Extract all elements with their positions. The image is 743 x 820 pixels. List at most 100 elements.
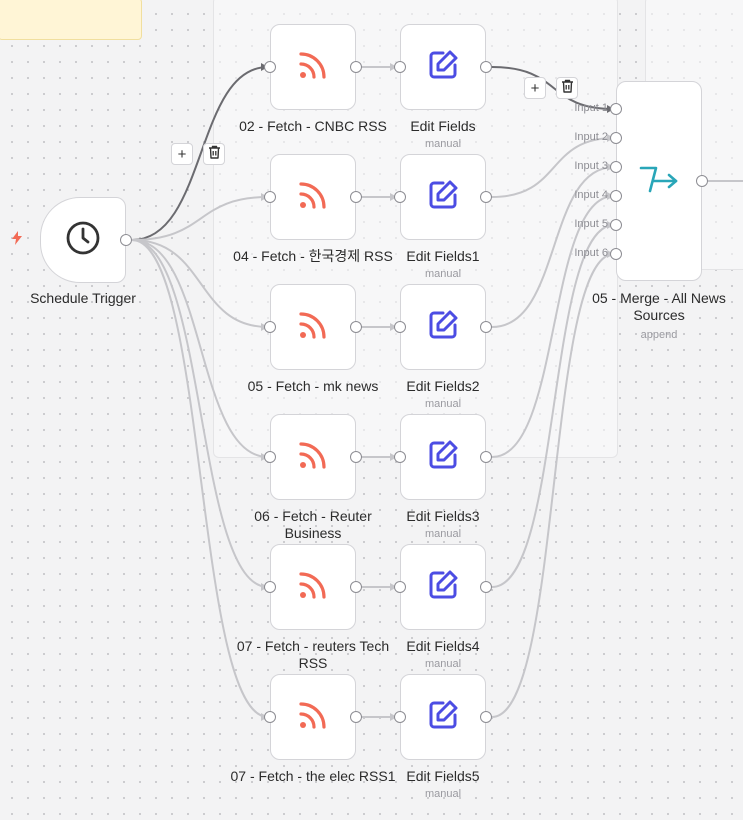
connection-trigger-to-fetch-1 — [131, 66, 269, 241]
fetch-rss-1-input-handle[interactable] — [264, 61, 276, 73]
fetch-rss-node-2[interactable] — [270, 154, 356, 240]
merge-output-handle[interactable] — [696, 175, 708, 187]
connection-edit-to-merge-2 — [491, 137, 615, 198]
fetch-rss-node-3[interactable] — [270, 284, 356, 370]
edit-fields-5-label: Edit Fields4 — [406, 638, 480, 654]
connection-edit-to-merge-5 — [491, 224, 615, 588]
fetch-rss-6-label: 07 - Fetch - the elec RSS1 — [230, 768, 396, 784]
edit-fields-node-1[interactable] — [400, 24, 486, 110]
edit-fields-node-4[interactable] — [400, 414, 486, 500]
pencil-square-icon — [424, 306, 462, 349]
edit-fields-4-output-handle[interactable] — [480, 451, 492, 463]
fetch-rss-6-output-handle[interactable] — [350, 711, 362, 723]
pencil-square-icon — [424, 436, 462, 479]
edit-fields-5-input-handle[interactable] — [394, 581, 406, 593]
merge-input-label-4: Input 4 — [574, 189, 608, 201]
fetch-rss-node-1[interactable] — [270, 24, 356, 110]
fetch-rss-5-input-handle[interactable] — [264, 581, 276, 593]
fetch-rss-3-output-handle[interactable] — [350, 321, 362, 333]
edit-fields-node-5[interactable] — [400, 544, 486, 630]
fetch-rss-4-label: 06 - Fetch - Reuter Business — [254, 508, 372, 541]
merge-mode: append — [640, 329, 678, 341]
connection-trigger-to-fetch-5 — [131, 239, 269, 588]
edit-fields-2-input-handle[interactable] — [394, 191, 406, 203]
edit-fields-4-input-handle[interactable] — [394, 451, 406, 463]
fetch-rss-5-label: 07 - Fetch - reuters Tech RSS — [236, 638, 390, 671]
schedule-trigger-label: Schedule Trigger — [30, 290, 136, 306]
connection-edit-to-merge-4 — [491, 195, 615, 458]
pencil-square-icon — [424, 566, 462, 609]
connection-arrow-fetch-6 — [390, 713, 397, 721]
edit-fields-2-mode: manual — [424, 268, 462, 280]
rss-icon — [295, 437, 331, 478]
merge-input-handle-3[interactable] — [610, 161, 622, 173]
edit-fields-6-output-handle[interactable] — [480, 711, 492, 723]
rss-icon — [295, 177, 331, 218]
edit-fields-node-2[interactable] — [400, 154, 486, 240]
edit-fields-4-mode: manual — [424, 528, 462, 540]
schedule-trigger-node[interactable] — [40, 197, 126, 283]
fetch-rss-4-input-handle[interactable] — [264, 451, 276, 463]
edit-fields-4-label: Edit Fields3 — [406, 508, 480, 524]
edge-delete-button-2[interactable] — [556, 77, 578, 99]
trigger-bolt-icon — [11, 231, 23, 250]
connection-edit-to-merge-6 — [491, 253, 615, 718]
fetch-rss-node-5[interactable] — [270, 544, 356, 630]
edit-fields-1-output-handle[interactable] — [480, 61, 492, 73]
merge-input-handle-1[interactable] — [610, 103, 622, 115]
merge-label: 05 - Merge - All News Sources — [592, 290, 726, 323]
edit-fields-2-output-handle[interactable] — [480, 191, 492, 203]
rss-icon — [295, 47, 331, 88]
merge-node[interactable] — [616, 81, 702, 281]
trash-icon — [561, 79, 574, 97]
schedule-trigger-output-handle[interactable] — [120, 234, 132, 246]
fetch-rss-2-output-handle[interactable] — [350, 191, 362, 203]
fetch-rss-5-output-handle[interactable] — [350, 581, 362, 593]
connection-arrow-fetch-5 — [390, 583, 397, 591]
pencil-square-icon — [424, 176, 462, 219]
connection-trigger-to-fetch-4 — [131, 239, 269, 458]
fetch-rss-2-input-handle[interactable] — [264, 191, 276, 203]
merge-input-handle-4[interactable] — [610, 190, 622, 202]
sticky-note[interactable] — [0, 0, 142, 40]
edge-add-button-2[interactable]: + — [524, 77, 546, 99]
merge-input-handle-5[interactable] — [610, 219, 622, 231]
fetch-rss-2-label: 04 - Fetch - 한국경제 RSS — [233, 248, 393, 264]
merge-input-label-3: Input 3 — [574, 160, 608, 172]
fetch-rss-1-output-handle[interactable] — [350, 61, 362, 73]
fetch-rss-node-4[interactable] — [270, 414, 356, 500]
edge-delete-button[interactable] — [203, 143, 225, 165]
merge-input-label-2: Input 2 — [574, 131, 608, 143]
edit-fields-3-input-handle[interactable] — [394, 321, 406, 333]
edit-fields-5-output-handle[interactable] — [480, 581, 492, 593]
merge-input-label-6: Input 6 — [574, 247, 608, 259]
edit-fields-1-label: Edit Fields — [410, 118, 476, 134]
merge-input-handle-2[interactable] — [610, 132, 622, 144]
edit-fields-3-label: Edit Fields2 — [406, 378, 480, 394]
edit-fields-1-mode: manual — [424, 138, 462, 150]
clock-icon — [65, 220, 101, 261]
fetch-rss-3-input-handle[interactable] — [264, 321, 276, 333]
edit-fields-node-6[interactable] — [400, 674, 486, 760]
connection-trigger-to-fetch-2 — [131, 196, 269, 241]
edge-add-button[interactable]: + — [171, 143, 193, 165]
rss-icon — [295, 567, 331, 608]
fetch-rss-4-output-handle[interactable] — [350, 451, 362, 463]
connection-trigger-to-fetch-3 — [131, 239, 269, 328]
fetch-rss-node-6[interactable] — [270, 674, 356, 760]
fetch-rss-3-label: 05 - Fetch - mk news — [247, 378, 379, 394]
edit-fields-3-output-handle[interactable] — [480, 321, 492, 333]
fetch-rss-6-input-handle[interactable] — [264, 711, 276, 723]
edit-fields-6-input-handle[interactable] — [394, 711, 406, 723]
edit-fields-1-input-handle[interactable] — [394, 61, 406, 73]
merge-input-handle-6[interactable] — [610, 248, 622, 260]
connection-edit-to-merge-3 — [491, 166, 615, 328]
rss-icon — [295, 307, 331, 348]
edit-fields-3-mode: manual — [424, 398, 462, 410]
edit-fields-5-mode: manual — [424, 658, 462, 670]
edit-fields-node-3[interactable] — [400, 284, 486, 370]
edit-fields-2-label: Edit Fields1 — [406, 248, 480, 264]
rss-icon — [295, 697, 331, 738]
fetch-rss-1-label: 02 - Fetch - CNBC RSS — [239, 118, 387, 134]
